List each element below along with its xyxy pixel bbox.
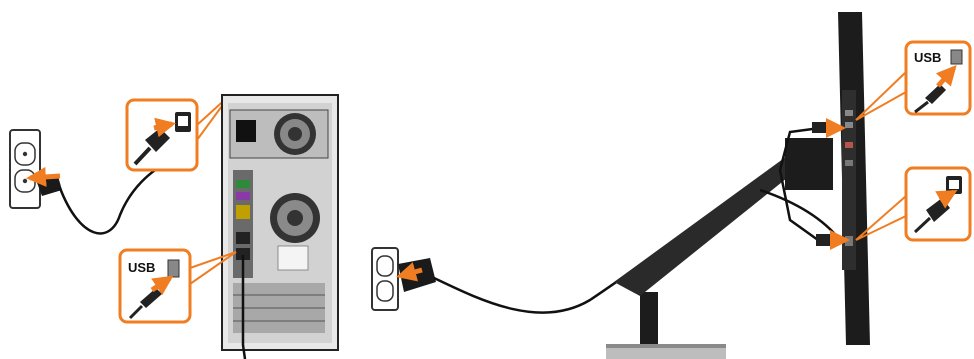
pc-usb-callout: USB (120, 250, 236, 322)
usb-port-icon (951, 50, 962, 64)
pc-power-callout (127, 95, 230, 170)
monitor-power-callout (856, 168, 970, 240)
pc-power-cable (60, 162, 170, 233)
plug-arrow (30, 176, 60, 178)
pc-tower (222, 95, 338, 350)
usb-label-pc: USB (128, 260, 155, 275)
usb-port-icon (168, 260, 179, 277)
iec-socket-icon (946, 176, 962, 194)
wall-outlet-icon (372, 248, 398, 310)
wall-outlet-icon (10, 130, 40, 208)
monitor-stand (606, 138, 833, 359)
iec-socket-icon (175, 112, 191, 132)
monitor-usb-callout: USB (856, 42, 970, 120)
usb-label-monitor: USB (914, 50, 941, 65)
monitor (838, 12, 870, 345)
